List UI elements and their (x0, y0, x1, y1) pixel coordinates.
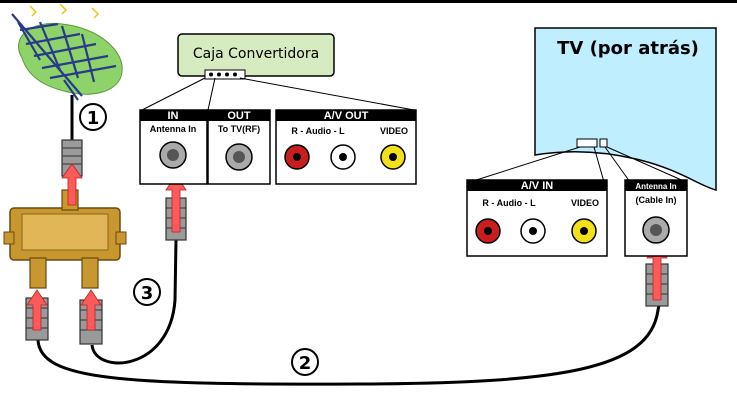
converter-box-title: Caja Convertidora (193, 46, 319, 62)
converter-box-body (177, 33, 335, 77)
top-border (0, 0, 737, 3)
tv-title: TV (por atrás) (557, 38, 699, 59)
tv-leader-lines (469, 146, 687, 183)
step-marker-2: 2 (291, 348, 319, 376)
converter-panel-out: OUT To TV(RF) (207, 109, 271, 185)
arrow-up-icon (26, 289, 48, 331)
step-number: 3 (141, 283, 154, 304)
arrow-up-icon (61, 163, 83, 206)
antenna (11, 3, 123, 101)
panel-label: R - Audio - L (482, 198, 536, 208)
cable-splitter-to-converter (90, 239, 178, 365)
tv-back: TV (por atrás) (534, 27, 717, 191)
step-marker-3: 3 (133, 278, 161, 306)
panel-label: To TV(RF) (218, 124, 260, 134)
signal-waves-icon (29, 3, 99, 19)
converter-panel-av-out: A/V OUT R - Audio - L VIDEO (275, 109, 417, 185)
panel-header: Antenna In (635, 182, 676, 191)
tv-body (534, 27, 717, 191)
panel-header: OUT (227, 110, 251, 122)
converter-leader-lines (141, 77, 415, 111)
step-number: 1 (87, 108, 100, 129)
panel-label: R - Audio - L (291, 126, 345, 136)
converter-panel-in: IN Antenna In (139, 109, 208, 185)
panel-label: Antenna In (150, 124, 197, 134)
panel-header: A/V OUT (324, 110, 369, 122)
step-marker-1: 1 (79, 103, 107, 131)
panel-label: VIDEO (571, 198, 599, 208)
panel-header: IN (168, 110, 179, 122)
tv-panel-av-in: A/V IN R - Audio - L VIDEO (466, 179, 608, 257)
step-number: 2 (299, 353, 312, 374)
arrow-up-icon (80, 289, 102, 331)
panel-label: (Cable In) (635, 195, 676, 205)
antenna-frame (11, 13, 117, 101)
converter-box: Caja Convertidora (177, 33, 335, 80)
panel-label: VIDEO (380, 126, 408, 136)
tv-panel-antenna-in: Antenna In (Cable In) (624, 179, 688, 257)
splitter (3, 189, 127, 289)
panel-header: A/V IN (521, 180, 553, 192)
cable-splitter-to-tv (36, 299, 662, 386)
